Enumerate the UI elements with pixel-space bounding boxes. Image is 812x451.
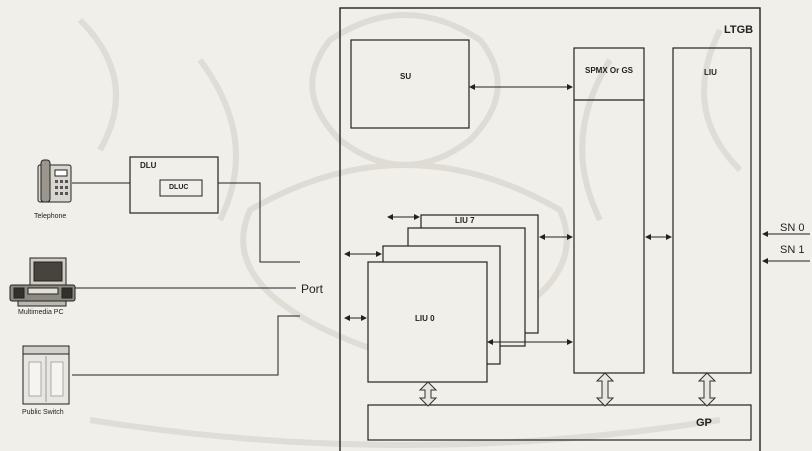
spmx-box (574, 48, 644, 373)
public-switch-icon (23, 346, 69, 404)
liu0-label: LIU 0 (415, 314, 435, 323)
telephone-icon (38, 160, 71, 202)
telephone-label: Telephone (34, 213, 66, 220)
liu-right-label: LIU (704, 68, 717, 77)
liu7-label: LIU 7 (455, 216, 475, 225)
dlu-label: DLU (140, 161, 156, 170)
sn0-label: SN 0 (780, 222, 804, 234)
spmx-label: SPMX Or GS (580, 66, 638, 76)
sn1-label: SN 1 (780, 244, 804, 256)
external-wiring (72, 183, 300, 375)
multimedia-pc-label: Multimedia PC (18, 309, 64, 316)
ltgb-label: LTGB (724, 24, 753, 36)
su-label: SU (400, 72, 411, 81)
gp-label: GP (696, 417, 712, 429)
multimedia-pc-icon (10, 258, 75, 306)
su-box (351, 40, 469, 128)
liu-right-box (673, 48, 751, 373)
port-label: Port (301, 282, 323, 296)
public-switch-label: Public Switch (22, 409, 64, 416)
dluc-label: DLUC (169, 184, 188, 191)
